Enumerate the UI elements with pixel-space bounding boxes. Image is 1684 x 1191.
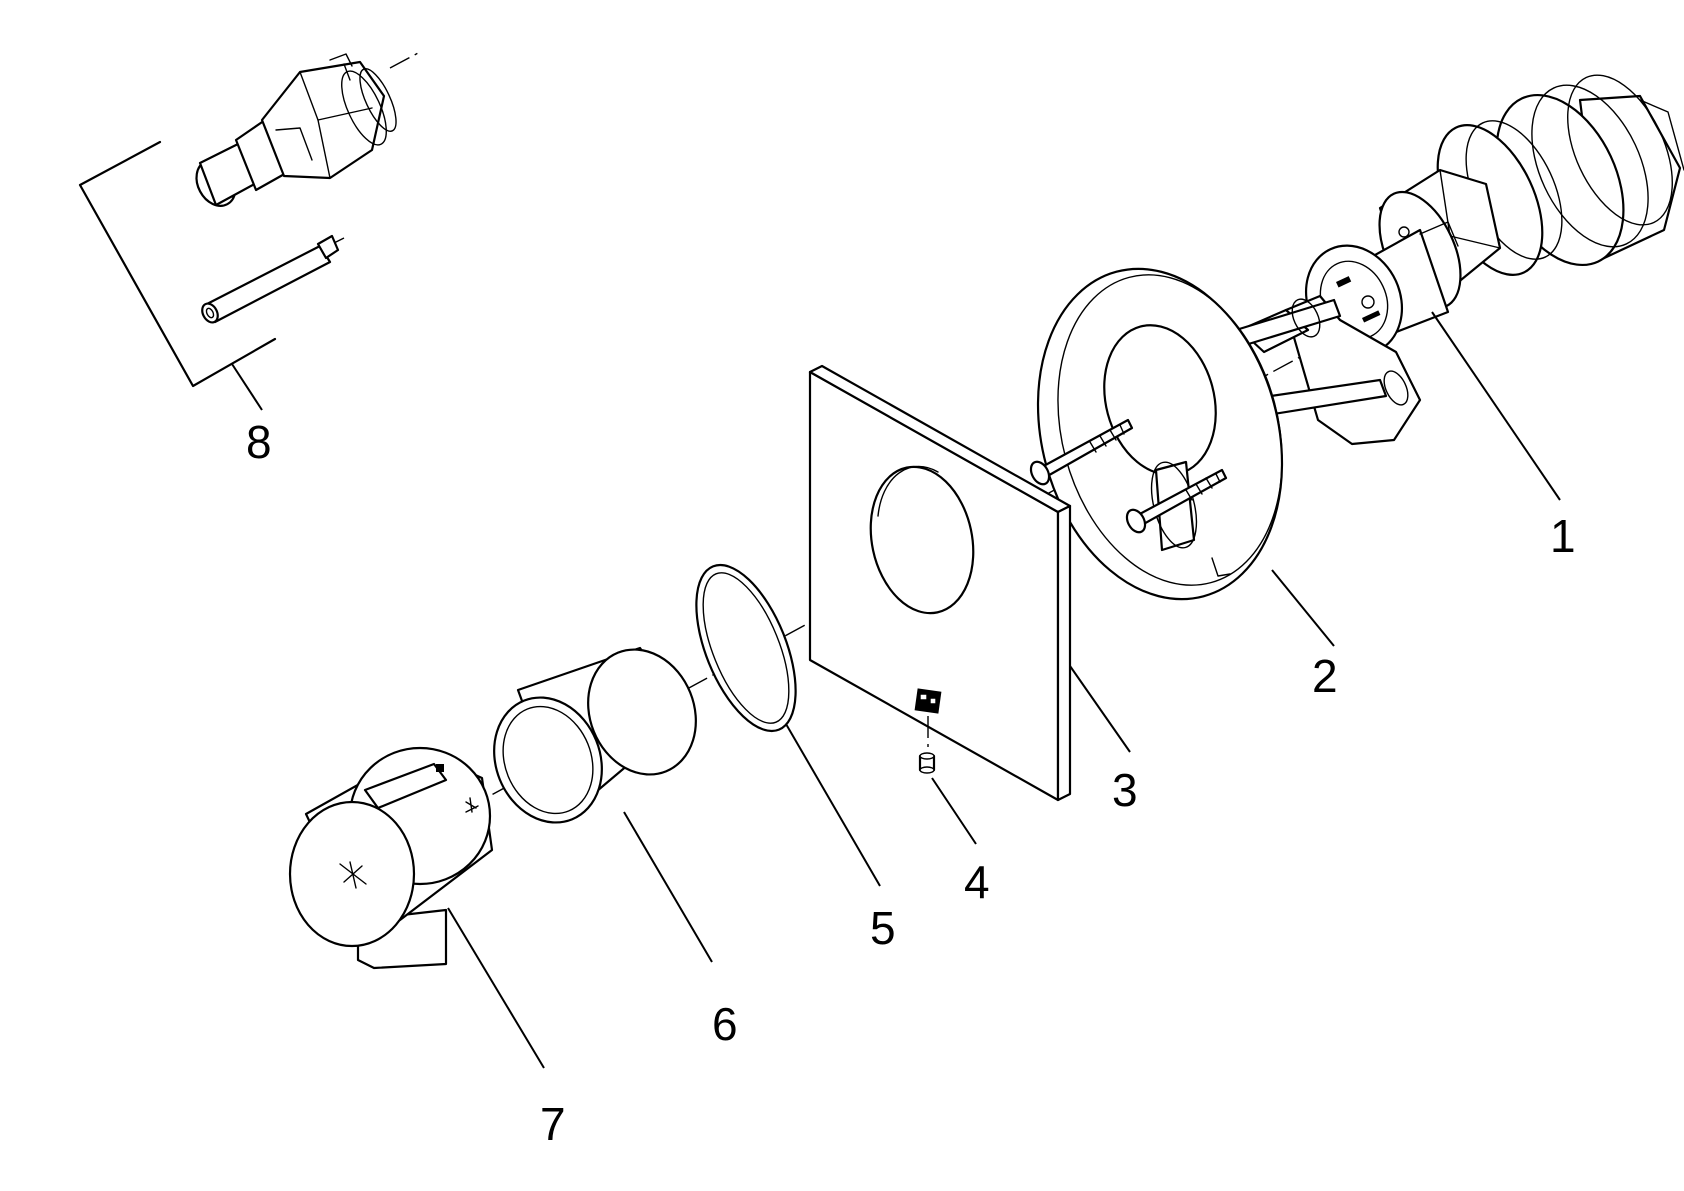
callout-8: 8 <box>246 416 272 468</box>
part-2-mounting-flange <box>1029 267 1422 601</box>
leader-line-7 <box>447 907 545 1069</box>
callout-6: 6 <box>712 998 738 1050</box>
leader-line-6 <box>623 811 713 963</box>
callout-2: 2 <box>1312 650 1338 702</box>
callout-1: 1 <box>1550 510 1576 562</box>
leader-line-2 <box>1271 569 1335 647</box>
leader-line-5 <box>785 723 881 887</box>
part-7-handle <box>288 746 494 970</box>
part-8-bracket <box>78 140 277 388</box>
part-5-seal-ring <box>695 563 797 733</box>
leader-line-8 <box>231 363 263 411</box>
leader-line-1 <box>1431 311 1561 501</box>
part-8-adapter <box>195 53 397 207</box>
callout-7: 7 <box>540 1098 566 1150</box>
part-4-grub-screw <box>918 752 936 774</box>
callout-4: 4 <box>964 856 990 908</box>
leader-line-3 <box>1069 665 1131 753</box>
leader-line-4 <box>931 777 977 845</box>
callout-3: 3 <box>1112 764 1138 816</box>
part-6-sleeve <box>493 646 697 824</box>
callout-5: 5 <box>870 902 896 954</box>
part-1-cartridge <box>1304 74 1684 356</box>
part-3-cover-plate <box>808 364 1072 802</box>
part-8-spare-set <box>78 51 421 388</box>
part-8-rod <box>201 234 340 324</box>
